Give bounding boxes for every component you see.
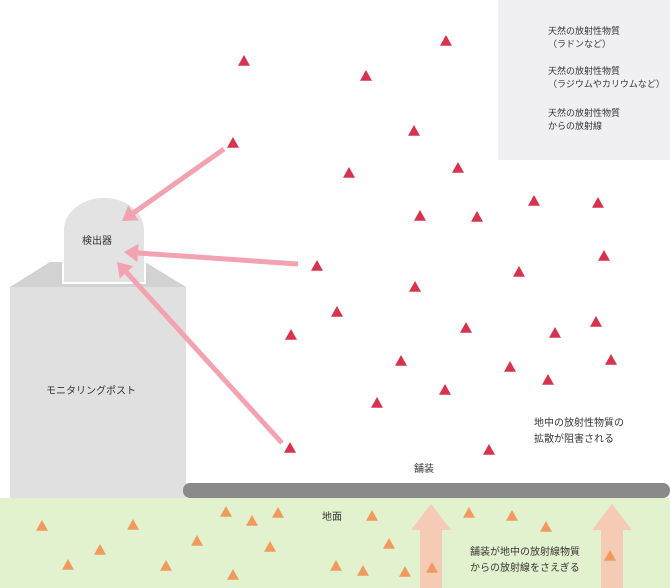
radium-potassium-particle: [357, 565, 369, 576]
radon-particle: [460, 322, 472, 333]
legend-panel: 天然の放射性物質 （ラドンなど） 天然の放射性物質 （ラジウムやカリウムなど） …: [498, 0, 670, 160]
radium-potassium-particle: [160, 560, 172, 571]
ground-ray-arrow: [411, 504, 451, 588]
ray-arrow-shaft: [137, 250, 299, 267]
legend-radium-line1: 天然の放射性物質: [548, 67, 621, 77]
pavement-note-line1: 舗装が地中の放射線物質: [470, 547, 580, 558]
ground-label: 地面: [322, 512, 342, 523]
detector-label: 検出器: [82, 236, 112, 247]
radon-particle: [440, 35, 452, 46]
radium-potassium-particle: [62, 559, 74, 570]
radium-potassium-particle: [227, 569, 239, 580]
radon-particle: [285, 329, 297, 340]
radon-particle: [504, 361, 516, 372]
radon-particle: [590, 316, 602, 327]
radium-potassium-particle: [94, 544, 106, 555]
ray-arrow-shaft: [131, 146, 226, 215]
ray-arrow-shaft: [124, 270, 284, 445]
radium-potassium-particle: [604, 550, 616, 561]
radon-particle: [513, 266, 525, 277]
ray-arrow-head: [117, 262, 134, 279]
radon-particle: [483, 444, 495, 455]
radium-potassium-particle: [383, 538, 395, 549]
radium-potassium-particle: [330, 560, 342, 571]
legend-radium: 天然の放射性物質 （ラジウムやカリウムなど）: [548, 66, 665, 92]
radon-particle: [311, 260, 323, 271]
diffusion-note: 地中の放射性物質の 拡散が阻害される: [534, 416, 624, 448]
legend-radium-line2: （ラジウムやカリウムなど）: [548, 80, 665, 90]
radium-potassium-particle: [463, 507, 475, 518]
ray-arrow-head: [122, 205, 139, 221]
radon-particle: [360, 70, 372, 81]
radium-potassium-particle: [272, 507, 284, 518]
radon-particle: [605, 354, 617, 365]
radium-potassium-particles: [36, 506, 616, 580]
radon-particle: [549, 327, 561, 338]
radon-particle: [238, 55, 250, 66]
pavement-note-line2: からの放射線をさえぎる: [470, 563, 580, 574]
legend-rays-line1: 天然の放射性物質: [548, 109, 621, 119]
ground-area: [0, 498, 670, 588]
radium-potassium-particle: [426, 562, 438, 573]
pavement-label: 舗装: [414, 464, 434, 475]
diffusion-note-line2: 拡散が阻害される: [534, 434, 614, 445]
radon-particle: [408, 125, 420, 136]
legend-rays: 天然の放射性物質 からの放射線: [548, 108, 620, 134]
ground-ray-arrow: [592, 504, 632, 588]
radium-potassium-particle: [191, 535, 203, 546]
pavement-note: 舗装が地中の放射線物質 からの放射線をさえぎる: [470, 545, 580, 577]
radium-potassium-particle: [220, 506, 232, 517]
radium-potassium-particle: [366, 510, 378, 521]
rays-group: [117, 146, 299, 445]
ray-arrow-head: [124, 243, 139, 263]
radium-potassium-particle: [127, 519, 139, 530]
legend-radon-line2: （ラドンなど）: [548, 40, 612, 50]
monitoring-post-label: モニタリングポスト: [46, 386, 136, 397]
radium-potassium-particle: [264, 541, 276, 552]
radon-particle: [471, 211, 483, 222]
radon-particle: [598, 250, 610, 261]
radon-particle: [409, 281, 421, 292]
diffusion-note-line1: 地中の放射性物質の: [534, 418, 624, 429]
radium-potassium-particle: [506, 510, 518, 521]
legend-radon-line1: 天然の放射性物質: [548, 27, 621, 37]
radium-potassium-particle: [399, 566, 411, 577]
radon-particle: [371, 397, 383, 408]
pavement-bar: [183, 483, 670, 498]
radium-potassium-particle: [36, 520, 48, 531]
radium-potassium-particle: [540, 521, 552, 532]
radon-particle: [592, 197, 604, 208]
radon-particle: [542, 374, 554, 385]
radon-particles: [227, 35, 617, 455]
radon-particle: [331, 306, 343, 317]
radon-particle: [343, 167, 355, 178]
legend-rays-line2: からの放射線: [548, 122, 603, 132]
radon-particle: [284, 442, 296, 453]
radon-particle: [528, 195, 540, 206]
radon-particle: [395, 355, 407, 366]
radon-particle: [439, 384, 451, 395]
radon-particle: [452, 162, 464, 173]
radon-particle: [227, 137, 239, 148]
legend-radon: 天然の放射性物質 （ラドンなど）: [548, 26, 620, 52]
radon-particle: [414, 210, 426, 221]
radium-potassium-particle: [246, 515, 258, 526]
monitoring-post-body: [10, 287, 186, 498]
